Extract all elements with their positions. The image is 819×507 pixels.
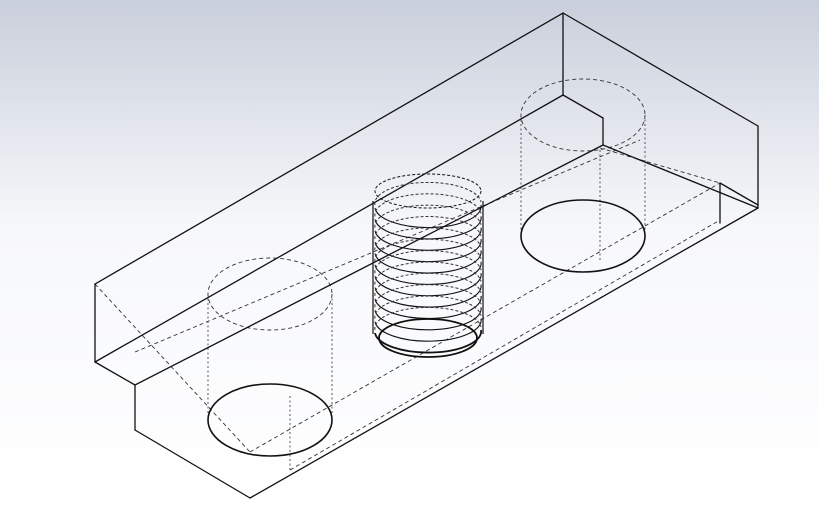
thread-ring-back [374,227,482,251]
top-right-edge [562,12,759,127]
left-hole-visible [207,383,333,457]
thread-ring-front [374,307,482,331]
hidden-bottom-long-edge [249,182,721,453]
thread-ring-back [374,272,482,296]
hidden-step-long-edge [134,139,641,353]
hidden-inner-long-edge [289,219,721,471]
thread-ring-back [374,261,482,285]
notch-top [719,182,759,206]
step-left-top [94,361,136,386]
thread-ring-back [374,216,482,240]
ridge-right-top [562,94,604,119]
low-top-right-edge [602,144,759,209]
boss-top-cap [374,173,482,209]
top-back-edge [94,12,564,285]
thread-ring-back [374,295,482,319]
hidden-bottom-back-edge [94,283,251,453]
hidden-hole-sides [207,115,646,470]
thread-ring-back [374,193,482,217]
hidden-edges [94,78,721,471]
ridge-front-edge [94,94,564,363]
step-long-edge [134,144,604,386]
thread-ring-back [374,204,482,228]
bottom-left-edge [134,429,251,499]
threaded-boss [372,173,484,358]
thread-ring-back [374,238,482,262]
thread-ring-back [374,306,482,331]
boss-base [378,318,478,358]
visible-edges [94,12,759,499]
bottom-front-edge [249,207,759,499]
thread-ring-back [374,250,482,274]
thread-ring-back [374,284,482,308]
right-hole-visible [520,199,646,273]
thread-ring-back [374,181,482,206]
